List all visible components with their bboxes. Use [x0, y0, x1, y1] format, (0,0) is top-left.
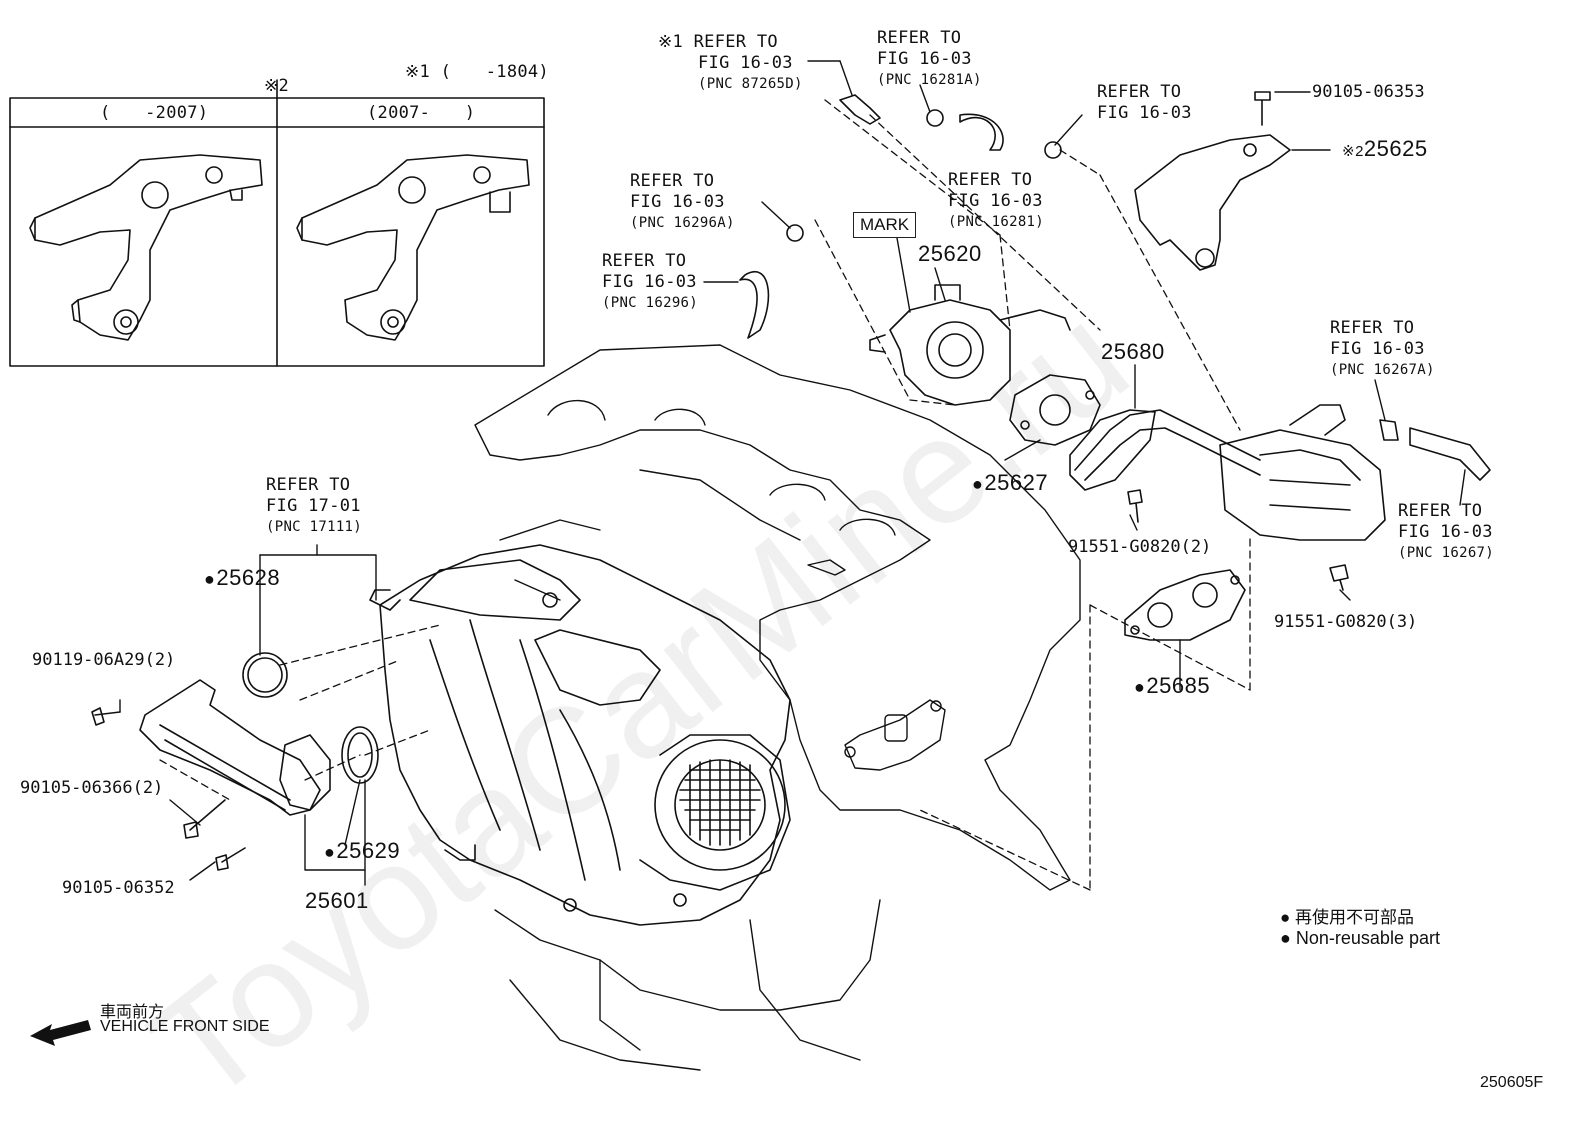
legend-dot-icon: ● — [1280, 928, 1291, 948]
bolts-left — [91, 707, 246, 871]
front-label-jp: 車両前方 — [100, 1004, 165, 1021]
egr-cooler-drawing — [1219, 404, 1386, 541]
bracket-new-drawing — [296, 154, 530, 341]
sensor-rail-drawing — [139, 652, 379, 816]
bracket-old-drawing — [29, 154, 263, 341]
bolt-91551-g0820-3[interactable]: 91551-G0820(3) — [1274, 612, 1418, 632]
inset-top-note: ※1 ( -1804) — [405, 62, 549, 82]
ref-16296a: REFER TO FIG 16-03 (PNC 16296A) — [630, 171, 735, 231]
parts-diagram — [9, 60, 1491, 1071]
bracket-25625-drawing — [1134, 134, 1291, 271]
front-arrow-icon — [30, 1020, 91, 1046]
bolt-90105-06352[interactable]: 90105-06352 — [62, 878, 175, 898]
egr-valve-drawing — [869, 284, 1071, 406]
legend-jp: ● 再使用不可部品 — [1280, 908, 1415, 927]
part-25625[interactable]: ※225625 — [1342, 136, 1428, 161]
ref-16296: REFER TO FIG 16-03 (PNC 16296) — [602, 251, 699, 311]
ref-16267a: REFER TO FIG 16-03 (PNC 16267A) — [1330, 318, 1435, 378]
ref-16281: REFER TO FIG 16-03 (PNC 16281) — [948, 170, 1045, 230]
ref-87265d: ※1 REFER TO FIG 16-03 (PNC 87265D) — [658, 32, 803, 92]
dashed-lines — [159, 99, 1251, 891]
part-25601[interactable]: 25601 — [305, 888, 369, 913]
part-25680[interactable]: 25680 — [1101, 339, 1165, 364]
figure-code: 250605F — [1480, 1074, 1544, 1091]
bolt-91551-g0820-2[interactable]: 91551-G0820(2) — [1068, 537, 1212, 557]
mark-label: MARK — [853, 212, 917, 238]
ref-16267: REFER TO FIG 16-03 (PNC 16267) — [1398, 501, 1495, 561]
legend-dot-icon: ● — [1280, 908, 1291, 927]
bolt-90105-06353[interactable]: 90105-06353 — [1312, 82, 1425, 102]
part-25620[interactable]: 25620 — [918, 241, 982, 266]
intake-manifold-drawing — [369, 544, 791, 926]
ref-upper: REFER TO FIG 16-03 — [1097, 82, 1192, 123]
part-25685[interactable]: 25685 — [1134, 673, 1210, 699]
ref-16281a: REFER TO FIG 16-03 (PNC 16281A) — [877, 28, 982, 88]
front-label-en: VEHICLE FRONT SIDE — [100, 1018, 270, 1035]
bolt-90105-06366[interactable]: 90105-06366(2) — [20, 778, 164, 798]
leader-lines — [119, 60, 1466, 886]
part-25628[interactable]: 25628 — [204, 565, 280, 591]
engine-block-outline — [474, 344, 1081, 1071]
hoses-drawing — [739, 94, 1491, 481]
part-25629[interactable]: 25629 — [324, 838, 400, 864]
bolts-right — [1127, 91, 1349, 591]
inset-right-header: (2007- ) — [367, 103, 476, 123]
gasket-25685-drawing — [1124, 569, 1246, 641]
part-25627[interactable]: 25627 — [972, 470, 1048, 496]
bolt-90119-06a29[interactable]: 90119-06A29(2) — [32, 650, 176, 670]
inset-left-header: ( -2007) — [100, 103, 209, 123]
gasket-25627-drawing — [1009, 374, 1101, 446]
inset-note-2: ※2 — [264, 76, 290, 96]
ref-17111: REFER TO FIG 17-01 (PNC 17111) — [266, 475, 363, 535]
inset-box — [9, 79, 545, 367]
legend-en: ● Non-reusable part — [1280, 928, 1440, 948]
